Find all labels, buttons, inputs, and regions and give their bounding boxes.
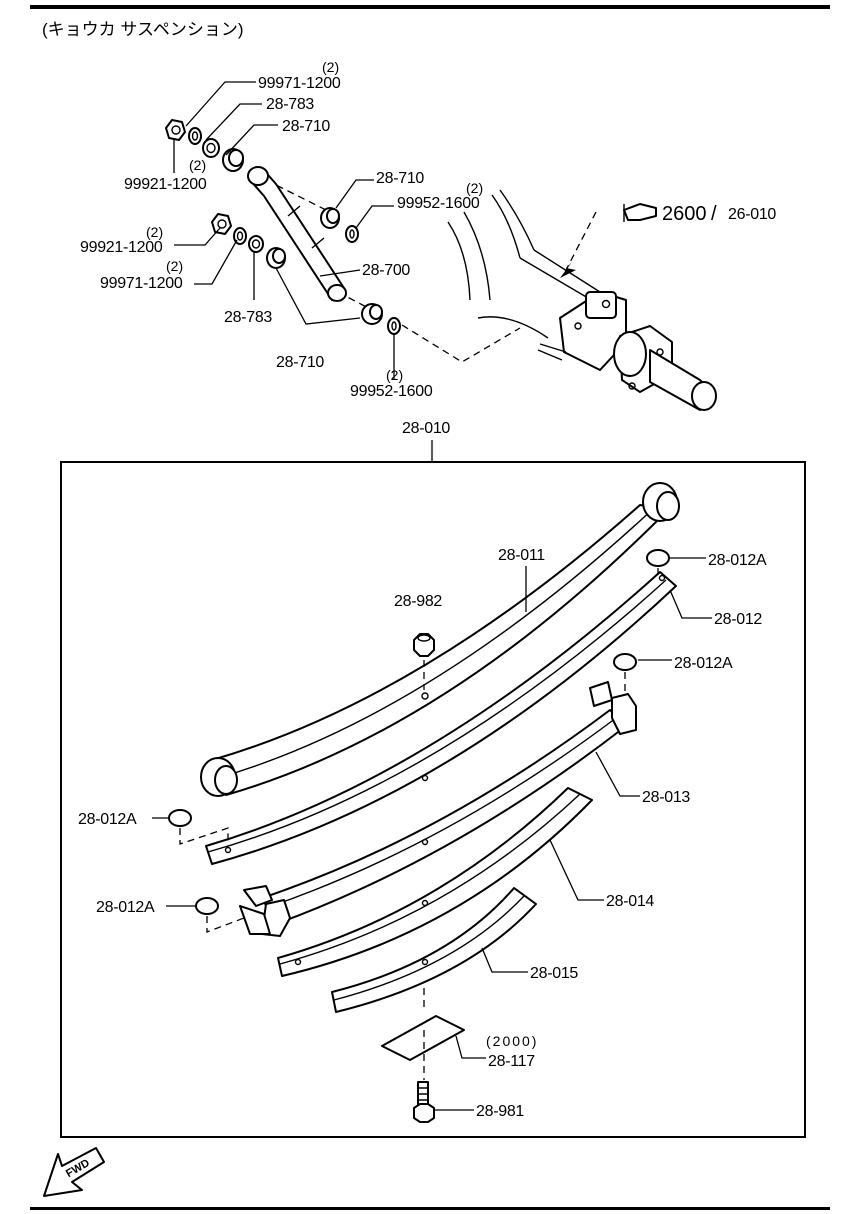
nut-right-top: [345, 225, 359, 243]
label-99921-1200-mid: 99921-1200: [80, 239, 163, 256]
bushing-low-left: [266, 247, 286, 269]
label-99952-qty-top: (2): [466, 180, 483, 196]
label-99921-qty-top: (2): [189, 157, 206, 173]
label-99952-1600-top: 99952-1600: [397, 195, 480, 212]
label-28-783-bottom: 28-783: [224, 309, 272, 326]
reference-separator: /: [711, 203, 717, 225]
forward-arrow-icon: FWD: [43, 1147, 105, 1197]
label-99971-qty-mid: (2): [166, 258, 183, 274]
nut-right-bottom: [387, 317, 401, 335]
washer-top: [188, 127, 202, 145]
retainer-mid: [248, 235, 264, 253]
bushing-top: [222, 148, 244, 172]
reference-main: 2600: [662, 203, 707, 225]
label-28-012A-right-2: 28-012A: [674, 655, 733, 672]
page-title: (キョウカ サスペンション): [42, 20, 244, 39]
label-99971-1200-top: 99971-1200: [258, 75, 341, 92]
cap-left-2: [195, 897, 219, 915]
cap-right-1: [646, 549, 670, 567]
label-28-117: 28-117: [488, 1053, 535, 1070]
top-rule: [30, 5, 830, 9]
label-28-982: 28-982: [394, 593, 442, 610]
pointing-hand-icon: [623, 203, 657, 222]
bushing-low-right: [361, 303, 383, 325]
nut-top: [165, 119, 186, 141]
arrow-head: [560, 262, 576, 278]
label-99921-1200-top: 99921-1200: [124, 176, 207, 193]
label-99971-1200-mid: 99971-1200: [100, 275, 183, 292]
leaf-4: [277, 787, 593, 977]
label-28-710-mid: 28-710: [376, 170, 424, 187]
axle-housing: [447, 189, 717, 411]
center-nut: [413, 633, 435, 657]
reference-sub: 26-010: [728, 206, 776, 223]
label-28-014: 28-014: [606, 893, 654, 910]
label-28-012: 28-012: [714, 611, 762, 628]
spring-plate: [381, 1015, 465, 1061]
label-28-013: 28-013: [642, 789, 690, 806]
label-28-012A-left-1: 28-012A: [78, 811, 137, 828]
nut-mid: [211, 213, 232, 235]
label-28-981: 28-981: [476, 1103, 524, 1120]
label-99971-qty-top: (2): [322, 59, 339, 75]
leaf-spring-group: [152, 482, 712, 1123]
bushing-mid: [320, 207, 340, 229]
assembly-frame: [60, 461, 806, 1138]
label-99921-qty-mid: (2): [146, 224, 163, 240]
label-28-015: 28-015: [530, 965, 578, 982]
shock-body: [249, 167, 345, 301]
leaf-5: [331, 887, 537, 1013]
leaf-2: [205, 571, 677, 865]
label-28-783-top: 28-783: [266, 96, 314, 113]
label-28-117-qty: (2000): [486, 1033, 538, 1049]
cap-right-2: [613, 653, 637, 671]
center-bolt: [413, 1081, 435, 1123]
shock-absorber-group: [165, 81, 717, 411]
label-28-011: 28-011: [498, 547, 545, 564]
label-99952-1600-bottom: 99952-1600: [350, 383, 433, 400]
label-28-710-top: 28-710: [282, 118, 330, 135]
label-28-010: 28-010: [402, 420, 450, 437]
bottom-rule: [30, 1207, 830, 1210]
retainer-top: [202, 138, 220, 158]
label-28-700: 28-700: [362, 262, 410, 279]
label-28-012A-left-2: 28-012A: [96, 899, 155, 916]
label-99952-qty-bottom: (2): [386, 367, 403, 383]
label-28-012A-right-1: 28-012A: [708, 552, 767, 569]
cap-left-1: [168, 809, 192, 827]
label-28-710-bottom: 28-710: [276, 354, 324, 371]
